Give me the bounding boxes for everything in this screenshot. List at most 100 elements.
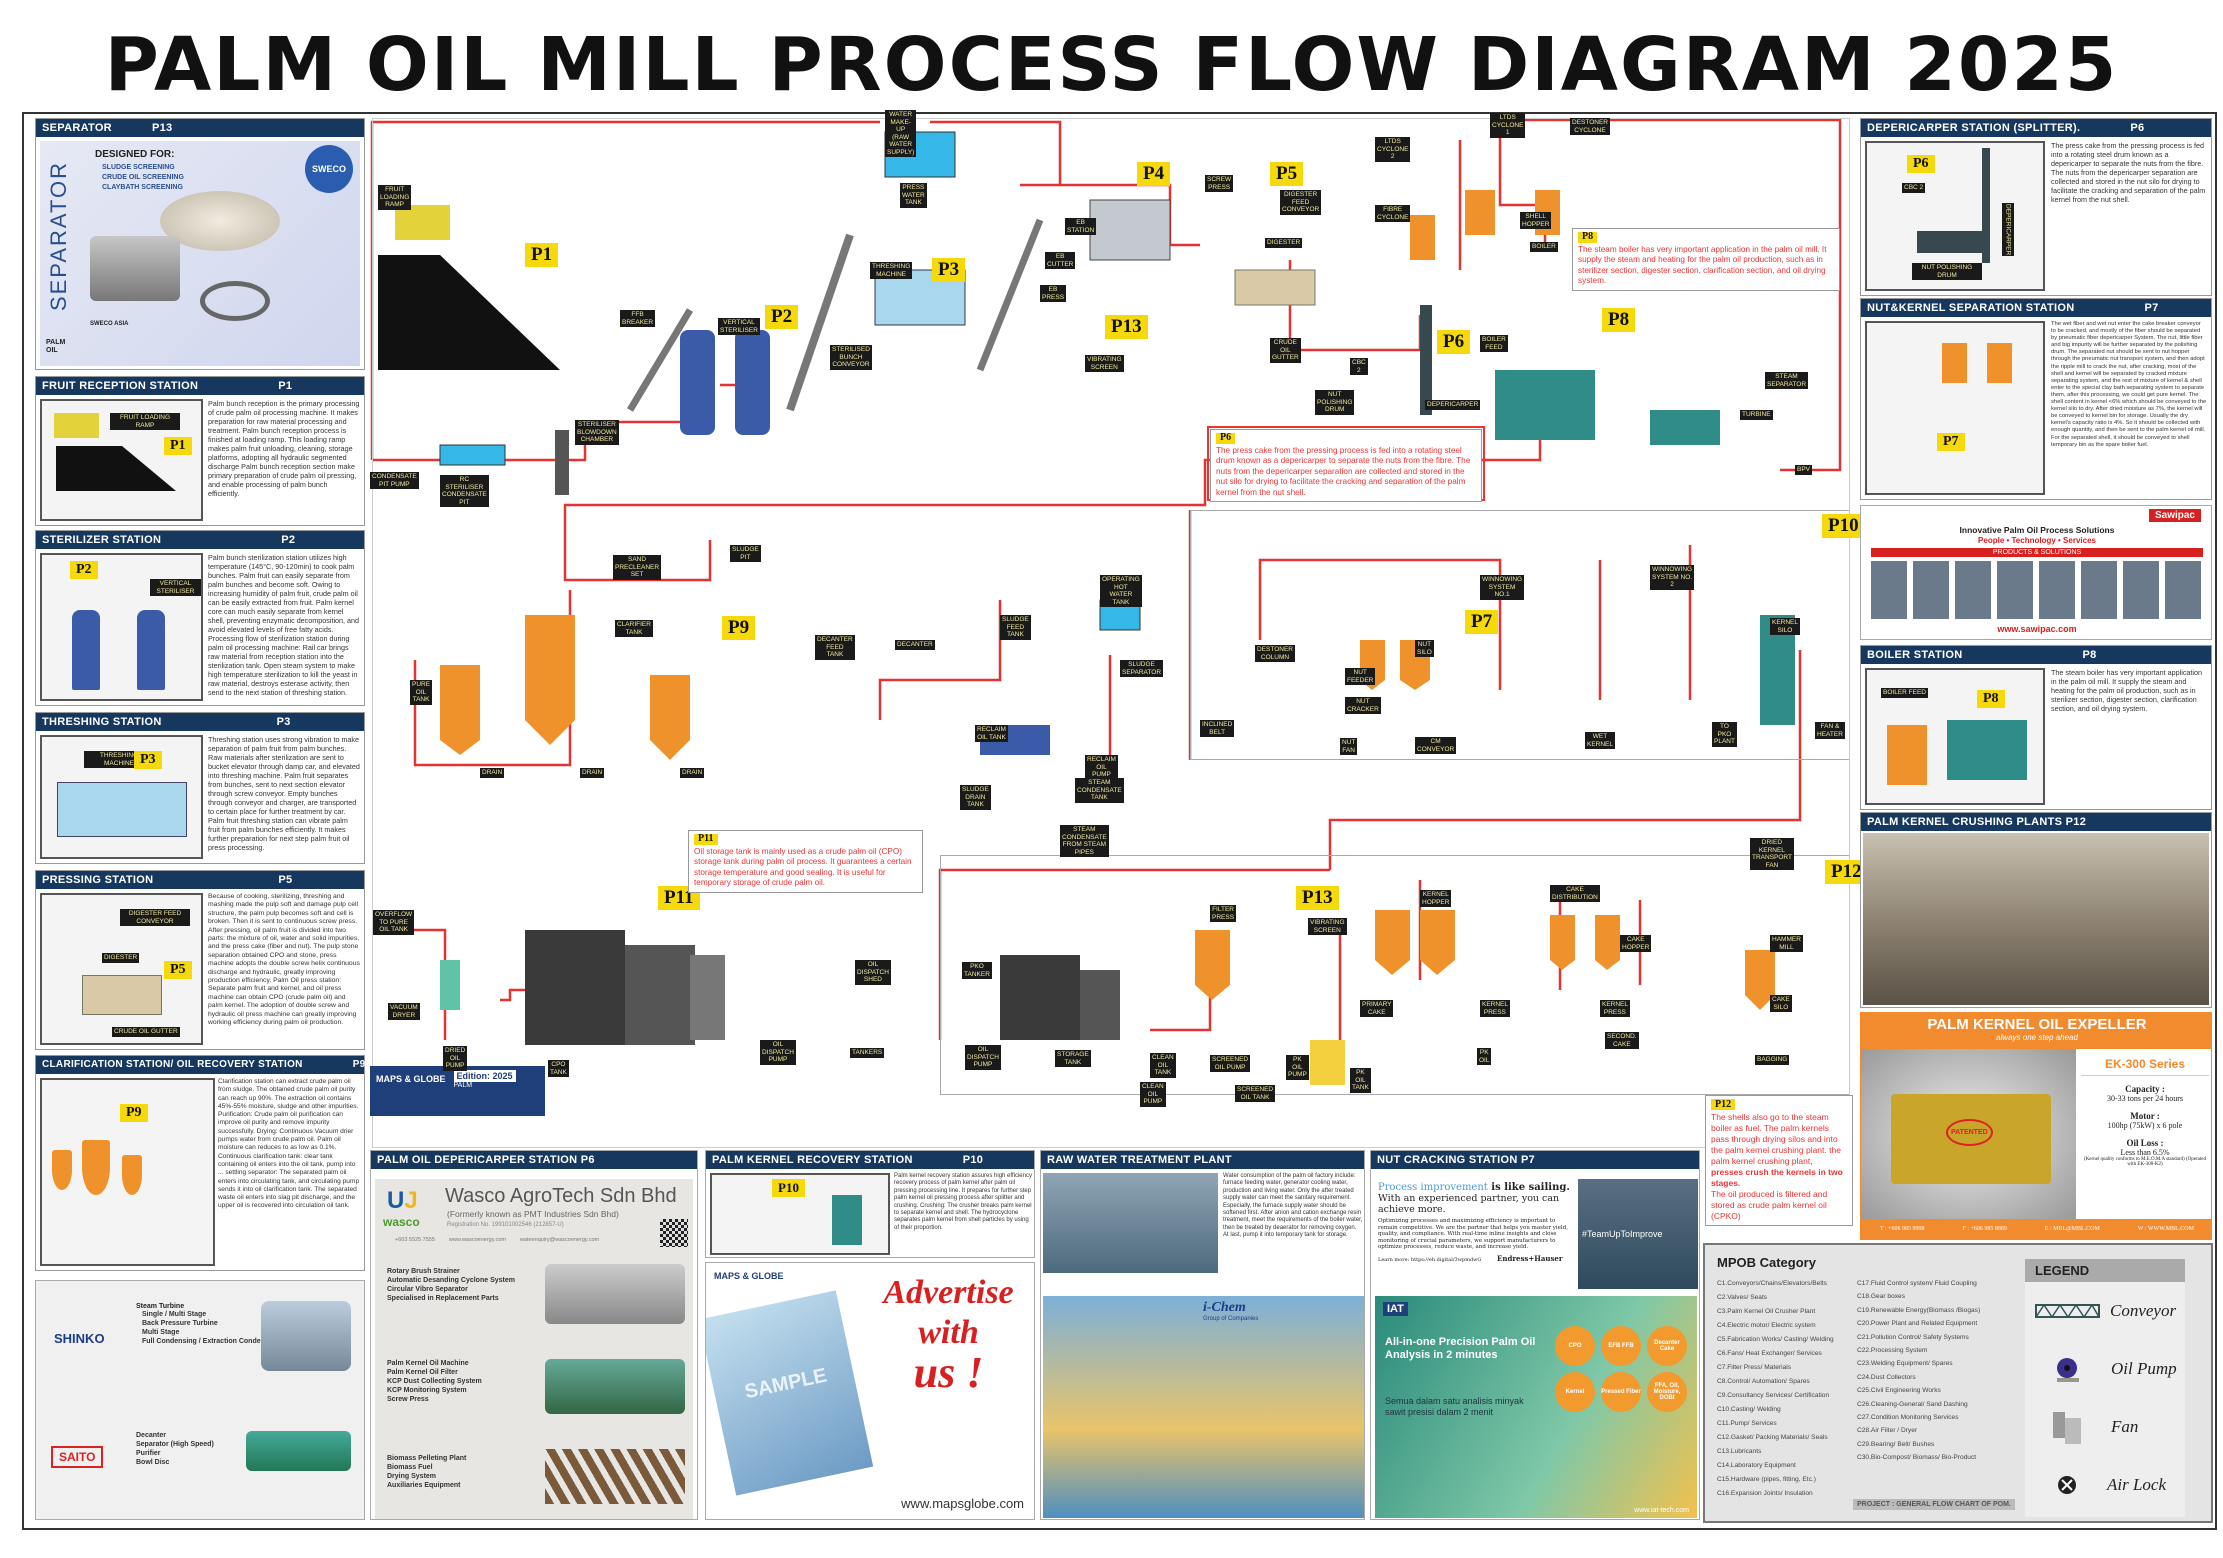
equipment-label: WATER MAKE-UP (RAW WATER SUPPLY) (885, 110, 917, 157)
tank-icon (122, 1155, 142, 1195)
panel-code: P8 (2082, 649, 2097, 661)
product-image (545, 1264, 685, 1324)
equipment-label: OPERATING HOT WATER TANK (1100, 575, 1142, 607)
equipment-label: SLUDGE DRAIN TANK (960, 785, 991, 810)
website-link[interactable]: www.wascoenergy.com (448, 1237, 506, 1243)
panel-code: P1 (278, 380, 293, 392)
iat-ad: IAT All-in-one Precision Palm Oil Analys… (1375, 1296, 1697, 1518)
designed-for: DESIGNED FOR: (95, 149, 175, 160)
sailing-photo: #TeamUpToImprove (1578, 1179, 1698, 1289)
headline-a: Process improvement (1378, 1182, 1488, 1193)
station-tag-p1: P1 (525, 243, 559, 267)
spec-fine: (Kernel quality conforms to M.E.O.M.A st… (2084, 1157, 2206, 1167)
headline-c: With an experienced partner, you can ach… (1378, 1193, 1560, 1215)
wasco-logo-mark: UJ (387, 1187, 418, 1214)
depericarper-column-icon (1982, 148, 1990, 263)
panel-header: NUT CRACKING STATION P7 (1371, 1151, 1699, 1169)
nut-kernel-image: P7 (1865, 321, 2045, 495)
equipment-label: FRUIT LOADING RAMP (378, 185, 412, 210)
panel-header: PALM KERNEL CRUSHING PLANTS P12 (1861, 813, 2211, 831)
equipment-label: CPO TANK (548, 1060, 569, 1077)
equipment-label: DIGESTER FEED CONVEYOR (1280, 190, 1322, 215)
list-item: Rotary Brush Strainer (387, 1268, 460, 1275)
equipment-label: SLUDGE SEPARATOR (1120, 660, 1163, 677)
station-tag-p6: P6 (1437, 330, 1471, 354)
equipment-label: STEAM CONDENSATE TANK (1075, 778, 1124, 803)
panel-code: P5 (278, 874, 293, 886)
panel-header: BOILER STATION (1867, 649, 1963, 661)
mpob-category: C28.Air Filter / Dryer (1857, 1427, 1918, 1435)
equipment-label: EB STATION (1065, 218, 1097, 235)
fan-icon (2053, 1412, 2081, 1444)
station-tag: P9 (120, 1104, 148, 1122)
shinko-saito-ad: SHINKO Steam Turbine Single / Multi Stag… (35, 1280, 365, 1520)
mapsglobe-link[interactable]: www.mapsglobe.com (901, 1496, 1024, 1511)
registration: Registration No. 199101002546 (212857-U) (447, 1222, 564, 1228)
threshing-image: THRESHING MACHINE P3 (40, 735, 203, 859)
equipment-label: CLEAN OIL PUMP (1140, 1082, 1166, 1107)
product-image (545, 1359, 685, 1414)
panel-text: The press cake from the pressing process… (2051, 141, 2206, 204)
panel-header: PALM OIL DEPERICARPER STATION P6 (371, 1151, 697, 1169)
mpob-category: C25.Civil Engineering Works (1857, 1387, 1941, 1395)
analysis-chip: CPO (1555, 1326, 1595, 1366)
panel-header: PALM KERNEL RECOVERY STATION (712, 1154, 913, 1166)
legend-conveyor: Conveyor (2025, 1282, 2185, 1340)
list-item: Palm Kernel Oil Machine (387, 1360, 469, 1367)
conveyor-icon (2035, 1304, 2100, 1318)
use-item: CRUDE OIL SCREENING (102, 174, 184, 181)
list-item: Multi Stage (142, 1329, 180, 1336)
label: CRUDE OIL GUTTER (112, 1027, 180, 1037)
screen-disc-image (160, 191, 280, 251)
analysis-chip: Kernel (1555, 1372, 1595, 1412)
label: VERTICAL STERILISER (150, 579, 201, 596)
equipment-label: WINNOWING SYSTEM NO.1 (1480, 575, 1525, 600)
note-text: The shells also go to the steam boiler a… (1711, 1112, 1841, 1166)
equipment-label: CAKE DISTRIBUTION (1550, 885, 1600, 902)
decanter-image (246, 1431, 351, 1471)
mpob-category: C19.Renewable Energy(Biomass /Biogas) (1857, 1306, 1981, 1314)
equipment-label: STERILISED BUNCH CONVEYOR (830, 345, 872, 370)
endress-ad: Process improvement is like sailing. Wit… (1375, 1179, 1575, 1289)
clarification-panel: CLARIFICATION STATION/ OIL RECOVERY STAT… (35, 1055, 365, 1271)
clarification-image: P9 (40, 1078, 215, 1266)
learn-more-link[interactable]: https://eh.digital/3wpmdwG (1410, 1256, 1482, 1263)
panel-text: The wet fiber and wet nut enter the cake… (2051, 321, 2207, 448)
station-tag-p10: P10 (1822, 514, 1865, 538)
sawipac-sub: People • Technology • Services (1978, 536, 2096, 545)
equipment-label: DESTONER COLUMN (1255, 645, 1295, 662)
panel-code: P7 (2144, 302, 2159, 314)
mpob-category: C2.Valves/ Seats (1717, 1294, 1768, 1301)
equipment-label: FFB BREAKER (620, 310, 656, 327)
equipment-label: DRIED OIL PUMP (443, 1046, 468, 1071)
mpob-category: C4.Electric motor/ Electric system (1717, 1322, 1816, 1329)
email-link[interactable]: wateenquiry@wascoenergy.com (519, 1237, 600, 1243)
sweco-logo: SWECO (305, 145, 353, 193)
mpob-col2: C17.Fluid Control system/ Fluid Coupling… (1857, 1277, 1980, 1465)
depericarper-image: P6 CBC 2 DEPERICARPER NUT POLISHING DRUM (1865, 141, 2045, 291)
equipment-label: HAMMER MILL (1770, 935, 1803, 952)
equipment-label: DRAIN (580, 768, 605, 778)
mpob-category: C14.Laboratory Equipment (1717, 1462, 1796, 1469)
iat-link[interactable]: www.iat-tech.com (1634, 1507, 1689, 1514)
sawipac-logo: Sawipac (2148, 509, 2201, 522)
screw-press-icon (82, 975, 162, 1015)
tank-icon (82, 1140, 110, 1195)
palm-oil-logo: PALM OIL (46, 339, 66, 354)
equipment-label: SLUDGE FEED TANK (1000, 615, 1031, 640)
station-tag: P5 (164, 961, 192, 979)
sawipac-url[interactable]: www.sawipac.com (1997, 624, 2077, 634)
crushing-plant-photo (1863, 833, 2209, 1005)
list-item: Automatic Desanding Cyclone System (387, 1277, 515, 1284)
threshing-machine-icon (57, 782, 187, 837)
equipment-label: PKO TANKER (962, 962, 992, 979)
